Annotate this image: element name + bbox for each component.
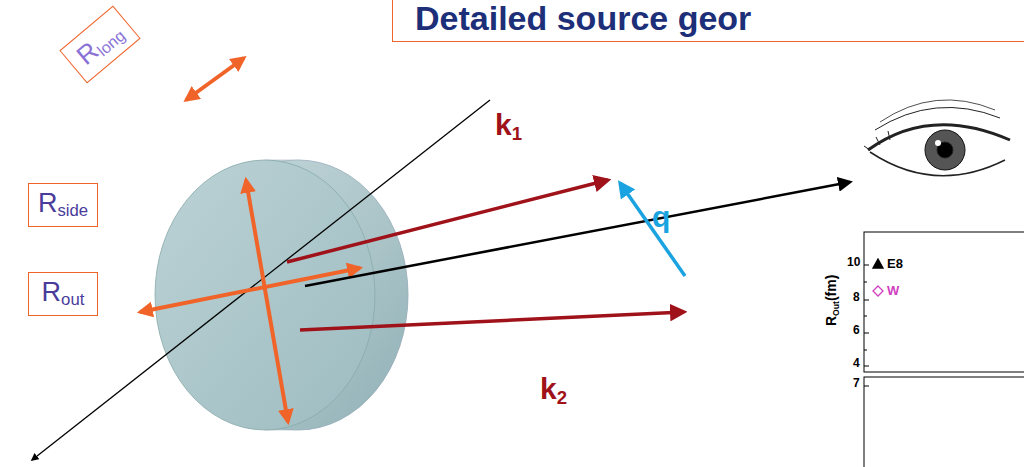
vector-label: k1 <box>495 108 522 144</box>
axis-tick: 6 <box>853 324 860 337</box>
axis-title: ROut(fm) <box>824 274 841 326</box>
radius-label: Rlong <box>71 16 128 71</box>
source-disc <box>155 160 408 430</box>
rside-arrow <box>246 180 288 422</box>
q-arrow <box>620 183 685 276</box>
radius-label: Rside <box>38 189 88 221</box>
view-line <box>305 182 850 286</box>
rlong-arrow <box>186 58 244 100</box>
vector-label: q <box>652 200 670 233</box>
rout-arrow <box>140 268 360 312</box>
eye-icon <box>864 100 1010 176</box>
chart-frame <box>864 232 1024 467</box>
axis-tick: 8 <box>853 291 860 304</box>
legend-text: W <box>887 283 899 298</box>
radius-box: Rside <box>28 183 98 227</box>
beam-axis <box>32 100 490 460</box>
radius-label: Rout <box>42 278 85 310</box>
radius-box: Rout <box>28 272 98 316</box>
legend-text: E8 <box>887 256 903 271</box>
legend-symbol <box>872 285 884 297</box>
legend-item: E8 <box>872 256 903 271</box>
title: Detailed source geor <box>415 0 751 38</box>
axis-tick: 7 <box>853 377 860 390</box>
axis-tick: 4 <box>853 357 860 370</box>
radius-box: Rlong <box>59 5 140 83</box>
title-box: Detailed source geor <box>392 0 1024 42</box>
vector-label: k2 <box>540 372 567 408</box>
k1-arrow <box>287 180 608 262</box>
axis-tick: 10 <box>847 256 860 269</box>
legend-item: W <box>872 283 899 298</box>
k2-arrow <box>300 312 684 330</box>
legend-symbol <box>872 258 884 270</box>
